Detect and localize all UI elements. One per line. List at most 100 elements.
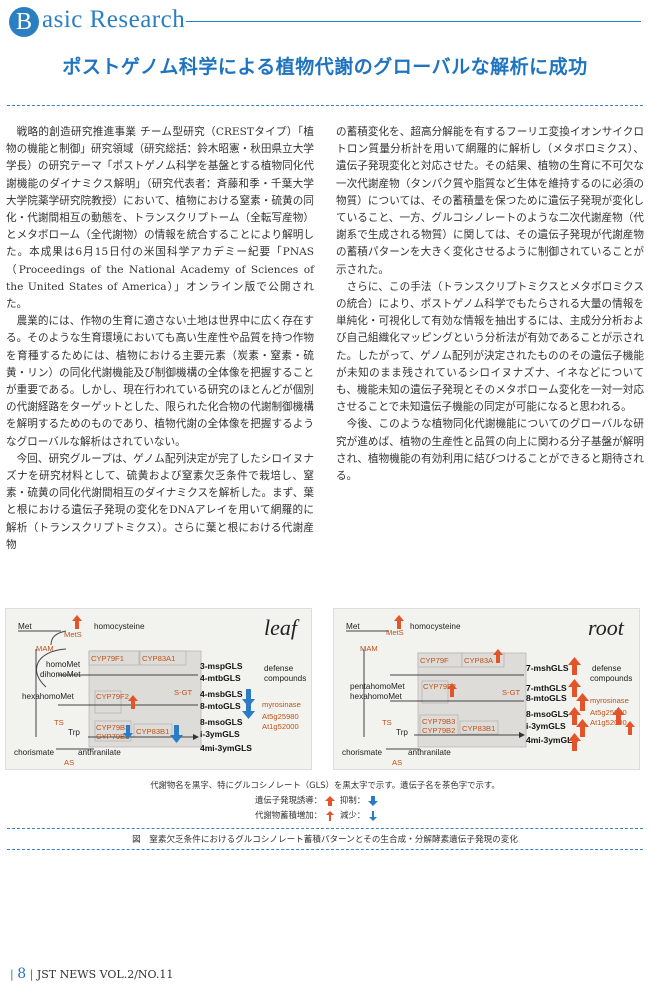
figure-panel-root: Met MetS homocysteine MAM pentahomoMet h… bbox=[333, 608, 640, 770]
tissue-label-leaf: leaf bbox=[264, 615, 300, 640]
gene-at5g25980: At5g25980 bbox=[262, 712, 299, 721]
metabolite-hexahomomet: hexahomoMet bbox=[22, 692, 75, 701]
gene-ts: TS bbox=[382, 718, 392, 727]
figure-legend: 代謝物名を黒字、特にグルコシノレート（GLS）を黒太字で示す。遺伝子名を茶色字で… bbox=[150, 780, 500, 790]
article-title: ポストゲノム科学による植物代謝のグローバルな解析に成功 bbox=[62, 56, 588, 78]
tissue-label-root: root bbox=[588, 615, 625, 640]
gls-label: 8-mtoGLS bbox=[200, 701, 241, 711]
gls-label: 3-mspGLS bbox=[200, 661, 243, 671]
metabolite-chorismate: chorismate bbox=[342, 748, 382, 757]
legend-gene-expression: 遺伝子発現誘導： 抑制： bbox=[255, 794, 378, 806]
header-badge: B bbox=[9, 7, 39, 37]
gene-box bbox=[139, 650, 187, 666]
header-rule bbox=[186, 21, 641, 22]
metabolite-chorismate: chorismate bbox=[14, 748, 54, 757]
section-header: asic Research bbox=[42, 6, 186, 33]
side-label: defense bbox=[592, 664, 622, 673]
metabolite-homocysteine: homocysteine bbox=[410, 622, 461, 631]
metabolite-pentahomomet: pentahomoMet bbox=[350, 682, 405, 691]
decrease-arrow-icon bbox=[368, 810, 377, 821]
legend-label: 代謝物蓄積増加： bbox=[255, 810, 322, 820]
gls-label: 8-mtoGLS bbox=[526, 693, 567, 703]
metabolite-met: Met bbox=[18, 622, 32, 631]
gene-box bbox=[461, 652, 505, 668]
gene-mets: MetS bbox=[64, 630, 82, 639]
body-column-left: 戦略的創造研究推進事業 チーム型研究（CRESTタイプ）「植物の機能と制御」研究… bbox=[6, 124, 314, 554]
induced-arrow-icon bbox=[128, 695, 138, 709]
caption-divider bbox=[7, 849, 643, 850]
induced-arrow-icon bbox=[324, 795, 335, 806]
gene-cyp79f1: CYP79F1 bbox=[91, 654, 124, 663]
gene-box bbox=[94, 690, 122, 714]
gls-label: 4-msbGLS bbox=[200, 689, 243, 699]
gene-sgt: S-GT bbox=[174, 688, 193, 697]
induced-arrow-icon bbox=[612, 707, 625, 725]
legend-label: 抑制： bbox=[340, 795, 366, 805]
metabolite-anthranilate: anthranilate bbox=[78, 748, 121, 757]
paragraph: 今後、このような植物同化代謝機能についてのグローバルな研究が進めば、植物の生産性… bbox=[336, 418, 644, 483]
metabolite-hexahomomet: hexahomoMet bbox=[350, 692, 403, 701]
metabolite-homocysteine: homocysteine bbox=[94, 622, 145, 631]
gene-box bbox=[421, 680, 449, 704]
metabolite-trp: Trp bbox=[68, 728, 80, 737]
gene-cyp79b2: CYP79B2 bbox=[422, 726, 455, 735]
gls-label: i-3ymGLS bbox=[200, 729, 240, 739]
gene-at1g52000: At1g52000 bbox=[590, 718, 627, 727]
gene-ts: TS bbox=[54, 718, 64, 727]
gene-cyp79f2: CYP79F2 bbox=[423, 682, 456, 691]
journal-name: JST NEWS VOL.2/NO.11 bbox=[36, 968, 174, 981]
gene-box bbox=[88, 650, 140, 666]
increase-arrow-icon bbox=[576, 693, 589, 711]
metabolite-met: Met bbox=[346, 622, 360, 631]
gene-cyp79b2: CYP79B2 bbox=[96, 732, 129, 741]
side-label: compounds bbox=[264, 674, 306, 683]
gene-box bbox=[94, 720, 132, 742]
gene-cyp79b3: CYP79B3 bbox=[96, 723, 129, 732]
increase-arrow-icon bbox=[568, 679, 581, 697]
gene-cyp79f: CYP79F bbox=[420, 656, 449, 665]
increase-arrow-icon bbox=[568, 733, 581, 751]
increase-arrow-icon bbox=[568, 657, 581, 675]
induced-arrow-icon bbox=[493, 649, 503, 663]
gene-box bbox=[459, 720, 499, 735]
paragraph: 農業的には、作物の生育に適さない土地は世界中に広く存在する。そのような生育環境に… bbox=[6, 315, 314, 448]
gene-cyp83a1: CYP83A1 bbox=[142, 654, 175, 663]
gls-label: 4mi-3ymGLS bbox=[526, 735, 578, 745]
suppressed-arrow-icon bbox=[242, 701, 255, 719]
gls-label: 4-mtbGLS bbox=[200, 673, 241, 683]
suppressed-arrow-icon bbox=[123, 725, 133, 739]
increase-arrow-icon bbox=[325, 810, 334, 821]
induced-arrow-icon bbox=[72, 615, 82, 629]
page-number: 8 bbox=[17, 966, 27, 982]
gene-mam: MAM bbox=[36, 644, 54, 653]
metabolite-anthranilate: anthranilate bbox=[408, 748, 451, 757]
figure-caption: 図 窒素欠乏条件におけるグルコシノレート蓄積パターンとその生合成・分解酵素遺伝子… bbox=[132, 835, 518, 845]
legend-label: 減少： bbox=[340, 810, 366, 820]
figure-panel-leaf: Met MetS homocysteine MAM homoMet dihomo… bbox=[5, 608, 312, 770]
gene-at5g25980: At5g25980 bbox=[590, 708, 627, 717]
suppressed-arrow-icon bbox=[170, 725, 183, 743]
gene-myrosinase: myrosinase bbox=[590, 696, 629, 705]
gene-mam: MAM bbox=[360, 644, 378, 653]
legend-label: 遺伝子発現誘導： bbox=[255, 795, 322, 805]
metabolite-homomet: homoMet bbox=[46, 660, 81, 669]
side-label: defense bbox=[264, 664, 294, 673]
gene-cyp79b3: CYP79B3 bbox=[422, 717, 455, 726]
suppressed-arrow-icon bbox=[367, 795, 378, 806]
gene-sgt: S-GT bbox=[502, 688, 521, 697]
leaf-pathway-diagram: Met MetS homocysteine MAM homoMet dihomo… bbox=[14, 615, 306, 767]
induced-arrow-icon bbox=[447, 683, 457, 697]
legend-metabolite: 代謝物蓄積増加： 減少： bbox=[255, 809, 378, 821]
increase-arrow-icon bbox=[568, 707, 581, 725]
gls-label: 7-mshGLS bbox=[526, 663, 569, 673]
root-pathway-diagram: Met MetS homocysteine MAM pentahomoMet h… bbox=[342, 615, 635, 767]
gene-cyp83a: CYP83A bbox=[464, 656, 494, 665]
gene-as: AS bbox=[64, 758, 74, 767]
gls-label: 7-mthGLS bbox=[526, 683, 567, 693]
paragraph: の蓄積変化を、超高分解能を有するフーリエ変換イオンサイクロトロン質量分析計を用い… bbox=[336, 126, 644, 276]
gls-label: 8-msoGLS bbox=[200, 717, 243, 727]
paragraph: 今回、研究グループは、ゲノム配列決定が完了したシロイヌナズナを研究材料として、硫… bbox=[6, 452, 314, 551]
gene-cyp83b1: CYP83B1 bbox=[136, 727, 169, 736]
gls-label: 8-msoGLS bbox=[526, 709, 569, 719]
gene-cyp83b1: CYP83B1 bbox=[462, 724, 495, 733]
